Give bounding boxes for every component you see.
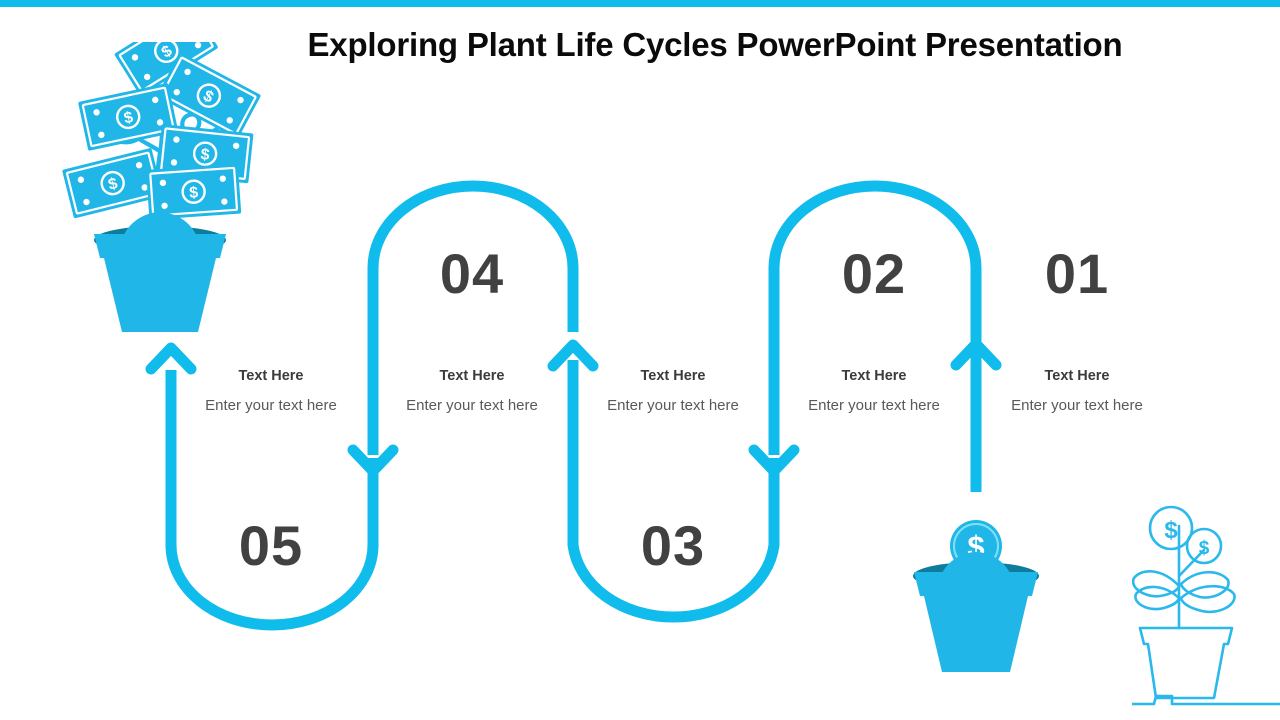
arrow-up-icon — [145, 342, 197, 375]
svg-text:$: $ — [1164, 517, 1178, 544]
step-heading-04: Text Here — [439, 368, 505, 384]
step-number-05: 05 — [238, 514, 304, 577]
page-title: Exploring Plant Life Cycles PowerPoint P… — [307, 26, 1123, 63]
step-text-block-05: Text Here Enter your text here — [196, 367, 346, 415]
step-body-02: Enter your text here — [808, 396, 940, 414]
outline-money-plant-icon: $ $ — [1132, 505, 1280, 706]
step-number-03: 03 — [640, 514, 706, 577]
step-number-02: 02 — [841, 242, 907, 305]
step-text-block-04: Text Here Enter your text here — [397, 367, 547, 415]
step-number-04: 04 — [439, 242, 505, 305]
step-text-block-02: Text Here Enter your text here — [799, 367, 949, 415]
step-text-block-01: Text Here Enter your text here — [1002, 367, 1152, 415]
top-accent-bar — [0, 0, 1280, 7]
money-tree-in-pot-icon: $ — [62, 42, 263, 332]
step-heading-01: Text Here — [1044, 368, 1110, 384]
step-body-05: Enter your text here — [205, 396, 337, 414]
step-heading-02: Text Here — [841, 368, 907, 384]
step-body-03: Enter your text here — [607, 396, 739, 414]
arrow-down-icon — [347, 444, 399, 477]
arrow-down-icon — [748, 444, 800, 477]
step-text-block-03: Text Here Enter your text here — [598, 367, 748, 415]
step-heading-03: Text Here — [640, 368, 706, 384]
step-number-01: 01 — [1044, 242, 1110, 305]
step-body-04: Enter your text here — [406, 396, 538, 414]
svg-text:$: $ — [1199, 538, 1210, 559]
arrow-up-icon — [547, 339, 599, 372]
arrow-up-icon — [950, 338, 1002, 371]
dollar-coin-in-pot-icon: $ — [913, 520, 1039, 672]
step-heading-05: Text Here — [238, 368, 304, 384]
step-body-01: Enter your text here — [1011, 396, 1143, 414]
